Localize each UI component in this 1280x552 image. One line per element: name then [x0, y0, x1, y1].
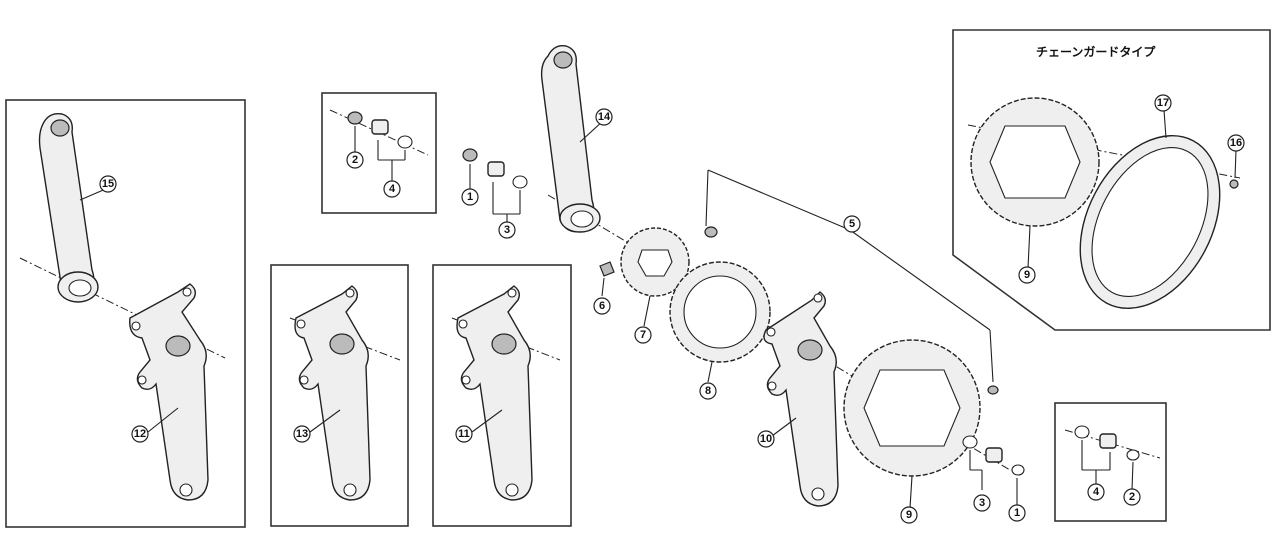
- lead-12: [147, 407, 179, 433]
- callout-5: 5: [843, 215, 861, 233]
- callout-16: 16: [1227, 134, 1245, 152]
- bolt-set-middle: [462, 148, 528, 189]
- lead-4a: [377, 140, 406, 182]
- callout-9-inset: 9: [1018, 266, 1036, 284]
- callout-17: 17: [1154, 94, 1172, 112]
- lead-9a: [1027, 225, 1031, 269]
- callout-4-top: 4: [383, 180, 401, 198]
- lead-17: [1163, 109, 1167, 139]
- callout-3-bottom: 3: [973, 494, 991, 512]
- axis-left: [19, 257, 226, 359]
- svg-text:11: 11: [458, 428, 470, 440]
- svg-text:7: 7: [640, 329, 646, 341]
- callout-1-bottom: 1: [1008, 504, 1026, 522]
- box-bolt-set-bottom: [1054, 402, 1167, 522]
- chain-guard-17: [1079, 135, 1221, 309]
- bolt-set-bottom-right: [962, 435, 1025, 476]
- svg-text:16: 16: [1230, 137, 1242, 149]
- chainring-nut: [987, 385, 999, 395]
- box-crank-11: [432, 264, 572, 527]
- chainring-nut-6: [599, 261, 615, 277]
- callout-9-main: 9: [900, 506, 918, 524]
- callout-10: 10: [757, 430, 775, 448]
- svg-text:3: 3: [979, 497, 985, 509]
- box-crank-13: [270, 264, 409, 527]
- svg-text:17: 17: [1157, 97, 1169, 109]
- callout-8: 8: [699, 382, 717, 400]
- callout-7: 7: [634, 326, 652, 344]
- svg-text:4: 4: [389, 183, 396, 195]
- svg-text:9: 9: [906, 509, 912, 521]
- chainring-middle-8: [669, 261, 771, 363]
- inset-title: チェーンガードタイプ: [1036, 44, 1156, 59]
- lead-4b: [1081, 440, 1111, 488]
- svg-text:5: 5: [849, 218, 855, 230]
- right-crank-11: [456, 285, 533, 501]
- chainring-small-7: [620, 227, 690, 297]
- callout-4-bottom: 4: [1087, 483, 1105, 501]
- callout-6: 6: [593, 297, 611, 315]
- svg-text:10: 10: [760, 433, 772, 445]
- svg-text:3: 3: [504, 224, 510, 236]
- right-crank-12: [129, 283, 209, 501]
- chainring-bolt: [704, 226, 718, 238]
- callout-13: 13: [293, 425, 311, 443]
- callout-3-top: 3: [498, 221, 516, 239]
- lead-16: [1234, 149, 1237, 179]
- svg-text:1: 1: [1014, 507, 1020, 519]
- svg-text:6: 6: [599, 300, 605, 312]
- right-crank-13: [294, 285, 371, 501]
- callout-15: 15: [99, 175, 117, 193]
- guard-bolt-16: [1229, 179, 1239, 189]
- inset-chainring-9: [970, 97, 1100, 227]
- svg-text:14: 14: [598, 111, 611, 123]
- svg-text:2: 2: [1129, 491, 1135, 503]
- box-chain-guard-type: [952, 29, 1271, 331]
- lead-3a: [492, 182, 521, 224]
- callout-2-bottom: 2: [1123, 488, 1141, 506]
- lead-5: [705, 169, 994, 383]
- svg-text:12: 12: [134, 428, 146, 440]
- svg-text:2: 2: [352, 154, 358, 166]
- right-crank-10: [763, 291, 839, 507]
- box-bolt-set-top: [321, 92, 437, 214]
- lead-8: [707, 361, 713, 383]
- svg-text:4: 4: [1093, 486, 1100, 498]
- bolt-set-top-box: [347, 111, 413, 149]
- lead-6: [601, 277, 605, 297]
- lead-9b: [909, 475, 913, 509]
- svg-text:13: 13: [296, 428, 308, 440]
- callout-2-top: 2: [346, 151, 364, 169]
- left-crank-arm: [38, 112, 99, 303]
- lead-7: [643, 295, 651, 327]
- lead-10: [771, 417, 797, 437]
- lead-2b: [1131, 461, 1134, 491]
- lead-11: [471, 409, 503, 433]
- callout-14: 14: [595, 108, 613, 126]
- svg-text:8: 8: [705, 385, 711, 397]
- lead-13: [309, 409, 341, 433]
- callout-12: 12: [131, 425, 149, 443]
- chainring-large-9: [843, 339, 981, 477]
- svg-text:1: 1: [467, 191, 473, 203]
- bolt-set-bottom-box: [1074, 425, 1140, 461]
- svg-text:15: 15: [102, 178, 114, 190]
- svg-text:9: 9: [1024, 269, 1030, 281]
- box-left-crank: [5, 99, 246, 528]
- callout-11: 11: [455, 425, 473, 443]
- lead-3b: [969, 450, 983, 490]
- callout-1-top: 1: [461, 188, 479, 206]
- crank-arm-14: [540, 45, 601, 233]
